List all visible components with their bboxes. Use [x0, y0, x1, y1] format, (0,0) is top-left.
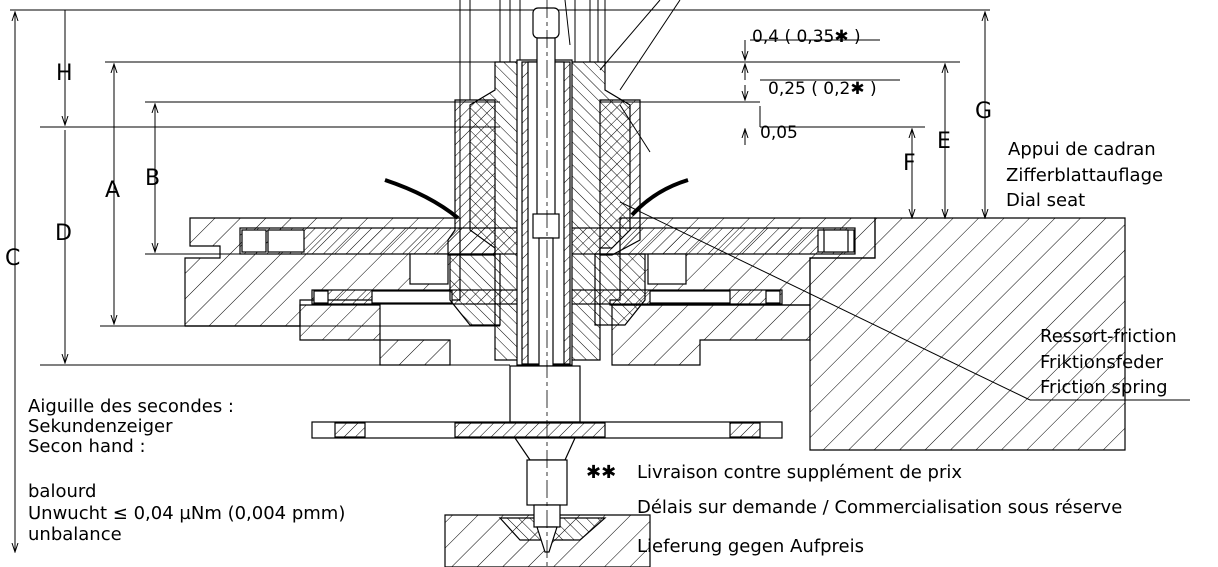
delivery-note-de: Lieferung gegen Aufpreis [637, 536, 864, 557]
seconds-hand-en: Secon hand : [28, 436, 146, 457]
gap-0-05: 0,05 [760, 123, 798, 143]
dim-G: G [975, 99, 992, 124]
seconds-hand-fr: Aiguille des secondes : [28, 396, 234, 417]
unbalance-de: Unwucht ≤ 0,04 µNm (0,004 pmm) [28, 503, 345, 524]
seconds-hand-de: Sekundenzeiger [28, 416, 173, 437]
dial-seat-de: Zifferblattauflage [1006, 165, 1163, 186]
friction-spring-fr: Ressort-friction [1040, 326, 1177, 347]
friction-spring-en: Friction spring [1040, 377, 1168, 398]
dim-A: A [105, 178, 120, 203]
dim-C: C [5, 246, 20, 271]
unbalance-label: balourd Unwucht ≤ 0,04 µNm (0,004 pmm) u… [28, 481, 345, 545]
friction-spring-de: Friktionsfeder [1040, 352, 1164, 373]
dim-H: H [56, 61, 73, 86]
delivery-note-fr: Livraison contre supplément de prix [637, 462, 962, 483]
unbalance-fr: balourd [28, 481, 96, 502]
delivery-note: ✱✱ Livraison contre supplément de prix D… [586, 462, 1122, 557]
dim-D: D [55, 221, 72, 246]
dim-B: B [145, 166, 160, 191]
delivery-note-fr2: Délais sur demande / Commercialisation s… [637, 497, 1122, 518]
seconds-arbor [311, 7, 783, 553]
unbalance-en: unbalance [28, 524, 122, 545]
friction-spring [384, 178, 689, 220]
dial-seat-en: Dial seat [1006, 190, 1085, 211]
gap-0-25: 0,25 ( 0,2✱ ) [768, 79, 877, 99]
friction-spring-label: Ressort-friction Friktionsfeder Friction… [1040, 326, 1177, 398]
dimension-labels: H A B C D E F G 0,4 ( 0,35✱ ) 0,25 ( 0,2… [5, 27, 992, 271]
gap-0-4: 0,4 ( 0,35✱ ) [752, 27, 861, 47]
dial-seat-fr: Appui de cadran [1008, 139, 1156, 160]
seconds-hand-label: Aiguille des secondes : Sekundenzeiger S… [28, 396, 234, 457]
dim-F: F [903, 151, 916, 176]
dial-seat-label: Appui de cadran Zifferblattauflage Dial … [1006, 139, 1163, 211]
double-star-marker: ✱✱ [586, 462, 616, 483]
dim-E: E [937, 129, 951, 154]
